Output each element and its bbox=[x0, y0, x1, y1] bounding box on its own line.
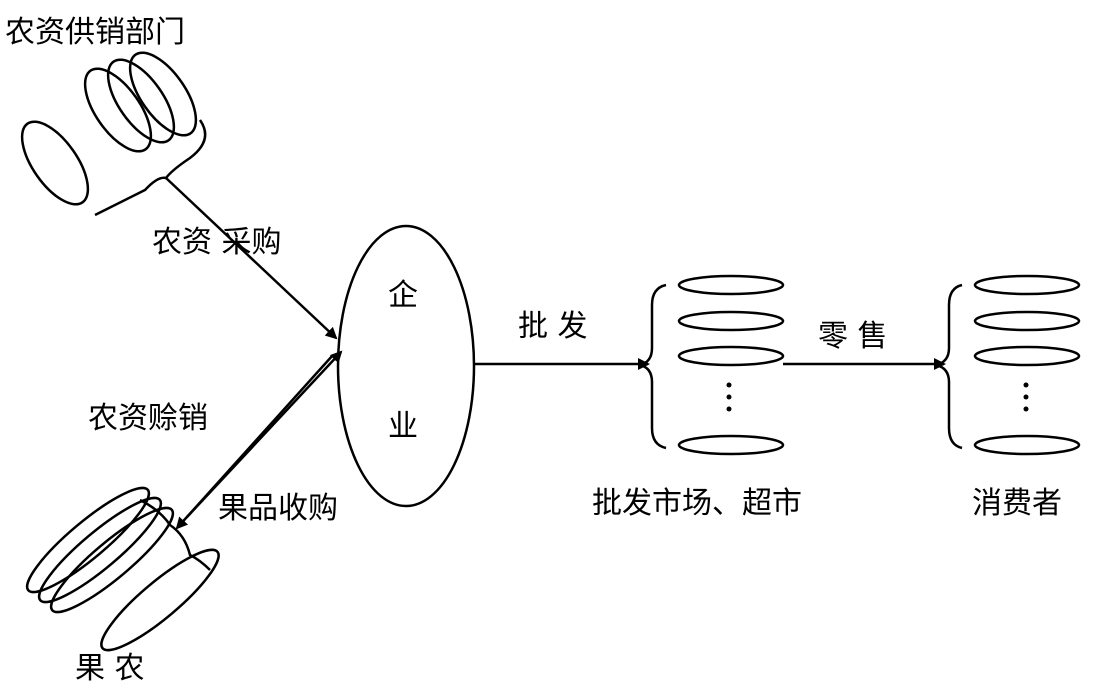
farmers-node bbox=[25, 486, 220, 652]
purchase-arrow bbox=[165, 177, 338, 340]
enterprise-label-bottom: 业 bbox=[388, 409, 418, 444]
markets-node bbox=[639, 274, 785, 456]
fruit-purchase-label: 果品收购 bbox=[218, 491, 338, 526]
wholesale-label: 批 发 bbox=[518, 309, 588, 344]
consumers-label: 消费者 bbox=[972, 486, 1062, 521]
enterprise-label-top: 企 bbox=[388, 278, 418, 313]
markets-label: 批发市场、超市 bbox=[592, 486, 802, 521]
credit-sales-label: 农资赊销 bbox=[88, 401, 208, 436]
farmers-label: 果 农 bbox=[75, 651, 145, 686]
purchase-label: 农资 采购 bbox=[152, 225, 282, 260]
supply-dept-label: 农资供销部门 bbox=[5, 15, 185, 50]
enterprise-node bbox=[336, 224, 476, 508]
supply-dept-node bbox=[20, 51, 207, 217]
retail-label: 零 售 bbox=[818, 319, 888, 354]
consumers-node bbox=[935, 274, 1081, 456]
credit-purchase-double-arrow bbox=[175, 350, 343, 530]
